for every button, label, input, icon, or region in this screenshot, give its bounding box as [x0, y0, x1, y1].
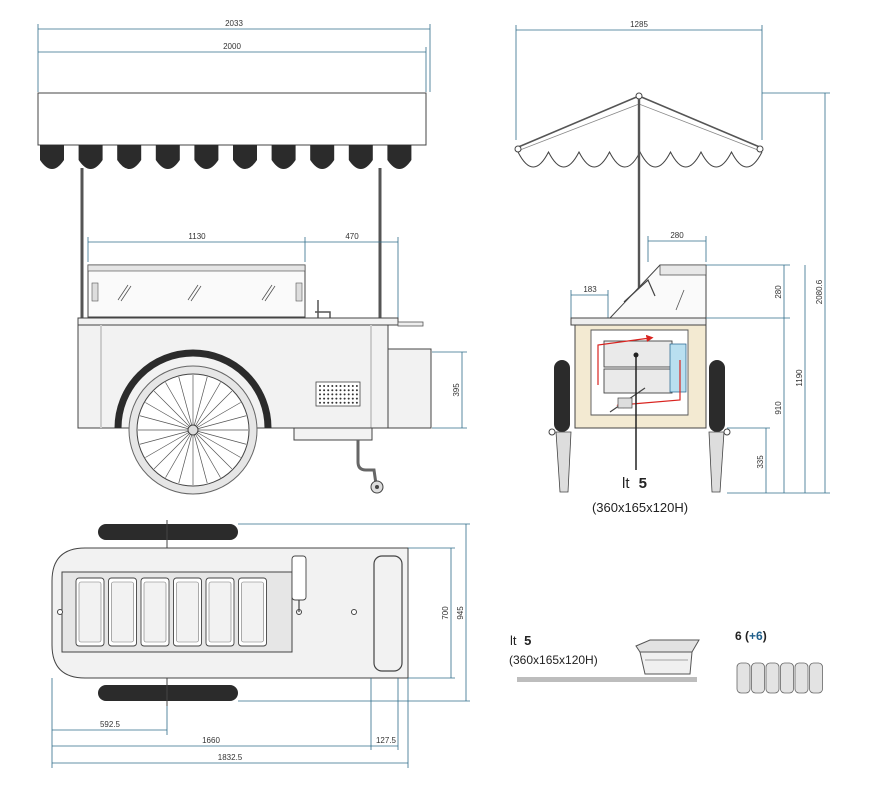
- dim-label-1190: 1190: [795, 369, 804, 387]
- svg-text:lt 5: lt 5: [622, 475, 647, 492]
- vent-grille: [315, 381, 361, 407]
- top-view: 700 945 592.5 1660 127.5 1832.5: [51, 520, 470, 768]
- compressor-box: [387, 348, 432, 429]
- callout-prefix: lt: [622, 475, 630, 492]
- tap-icon: [315, 300, 331, 320]
- dim-label-2080-6: 2080.6: [815, 279, 824, 304]
- dim-overall-width: 2033: [37, 19, 431, 92]
- capacity-extra: +6: [749, 629, 763, 643]
- dim-glass-width: 1130: [87, 232, 306, 262]
- dim-label-335: 335: [756, 455, 765, 469]
- dim-label-470: 470: [345, 232, 359, 241]
- legend-counter-bar: [517, 677, 697, 682]
- push-handle: [397, 321, 424, 327]
- top-wheel-upper: [98, 524, 238, 540]
- dim-shelf-width: 470: [305, 232, 399, 318]
- dim-box-height: 395: [432, 351, 467, 429]
- side-wheels: [548, 360, 731, 493]
- awning-scallop: [155, 145, 180, 169]
- dim-label-1285: 1285: [630, 20, 648, 29]
- front-view: 2033 2000 1130 470: [37, 19, 467, 495]
- umbrella-roof: [514, 92, 764, 320]
- top-wheel-lower: [98, 685, 238, 701]
- capacity-icon: [736, 662, 823, 694]
- dim-label-1832-5: 1832.5: [218, 753, 243, 762]
- drain-tray: [293, 427, 373, 441]
- mini-tub: [736, 662, 751, 694]
- legend-pan-prefix: lt: [510, 633, 517, 648]
- dim-top-depths: 700 945: [238, 523, 470, 702]
- awning-scallop: [233, 145, 257, 169]
- awning-scallop: [310, 145, 335, 169]
- dim-side-verticals: 280 2080.6 1190 910 335: [706, 92, 830, 494]
- legend-pan-count: 5: [524, 633, 531, 648]
- side-glass-hood: [609, 264, 707, 319]
- mini-tub: [780, 662, 794, 694]
- counter-top: [77, 317, 399, 326]
- ice-cream-tubs: [75, 577, 267, 647]
- callout-size: (360x165x120H): [592, 500, 688, 515]
- mini-tub: [765, 662, 780, 694]
- dim-side-ledge: 183: [570, 285, 609, 318]
- callout-count: 5: [639, 475, 647, 492]
- capacity-base: 6: [735, 629, 742, 643]
- svg-text:6 (+6): 6 (+6): [735, 629, 767, 643]
- svg-text:lt 5: lt 5: [510, 633, 531, 648]
- dim-label-280-top: 280: [670, 231, 684, 240]
- dim-label-2000: 2000: [223, 42, 241, 51]
- awning-scallop: [348, 145, 373, 169]
- drain-pipe: [356, 440, 378, 485]
- mini-tub: [751, 662, 765, 694]
- dim-top-lengths: 592.5 1660 127.5 1832.5: [51, 678, 409, 768]
- dim-label-183: 183: [583, 285, 597, 294]
- dim-label-1130: 1130: [188, 232, 206, 241]
- legend: lt 5 (360x165x120H) 6 (+6): [509, 629, 823, 694]
- side-body: [570, 317, 707, 470]
- dim-label-127-5: 127.5: [376, 736, 397, 745]
- awning-scallop: [387, 145, 412, 169]
- awning-scallops: [40, 145, 412, 169]
- dim-label-395: 395: [452, 383, 461, 397]
- awning: [37, 92, 427, 169]
- dim-label-910: 910: [774, 401, 783, 415]
- dim-label-280-side: 280: [774, 285, 783, 299]
- legend-pan-size: (360x165x120H): [509, 653, 598, 667]
- dim-label-592-5: 592.5: [100, 720, 121, 729]
- dim-awning-width: 2000: [38, 42, 427, 92]
- pan-callout: lt 5 (360x165x120H): [592, 475, 688, 515]
- awning-scallop: [194, 145, 219, 169]
- pan-icon: [635, 639, 700, 675]
- awning-scallop: [117, 145, 142, 169]
- awning-scallop: [40, 145, 64, 169]
- dim-label-945: 945: [456, 606, 465, 620]
- ice-pan-bottom: [603, 368, 673, 394]
- dim-side-top-shelf: 280: [647, 231, 707, 262]
- mini-tub: [809, 662, 823, 694]
- awning-scallop: [78, 145, 103, 169]
- glass-display: [87, 264, 306, 318]
- dim-label-700: 700: [441, 606, 450, 620]
- top-handle: [373, 555, 403, 672]
- awning-scallop: [271, 145, 296, 169]
- dim-side-awning: 1285: [515, 20, 763, 140]
- big-wheel: [114, 349, 272, 495]
- dim-label-1660: 1660: [202, 736, 220, 745]
- dim-label-2033: 2033: [225, 19, 243, 28]
- side-view: 1285 280 183: [514, 20, 830, 515]
- mini-tub: [794, 662, 809, 694]
- scoop-holder: [291, 555, 307, 601]
